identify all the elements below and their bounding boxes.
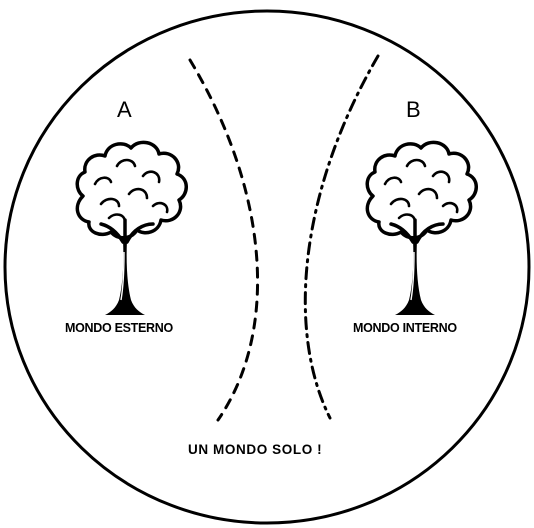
caption-one-world: UN MONDO SOLO ! <box>188 443 322 457</box>
right-divider-line <box>305 56 378 418</box>
label-a: A <box>117 99 132 121</box>
left-divider-line <box>190 60 258 420</box>
caption-external-world: MONDO ESTERNO <box>65 322 173 335</box>
label-b: B <box>406 99 421 121</box>
tree-icon <box>77 142 186 315</box>
caption-internal-world: MONDO INTERNO <box>353 322 457 335</box>
tree-icon <box>367 142 476 315</box>
